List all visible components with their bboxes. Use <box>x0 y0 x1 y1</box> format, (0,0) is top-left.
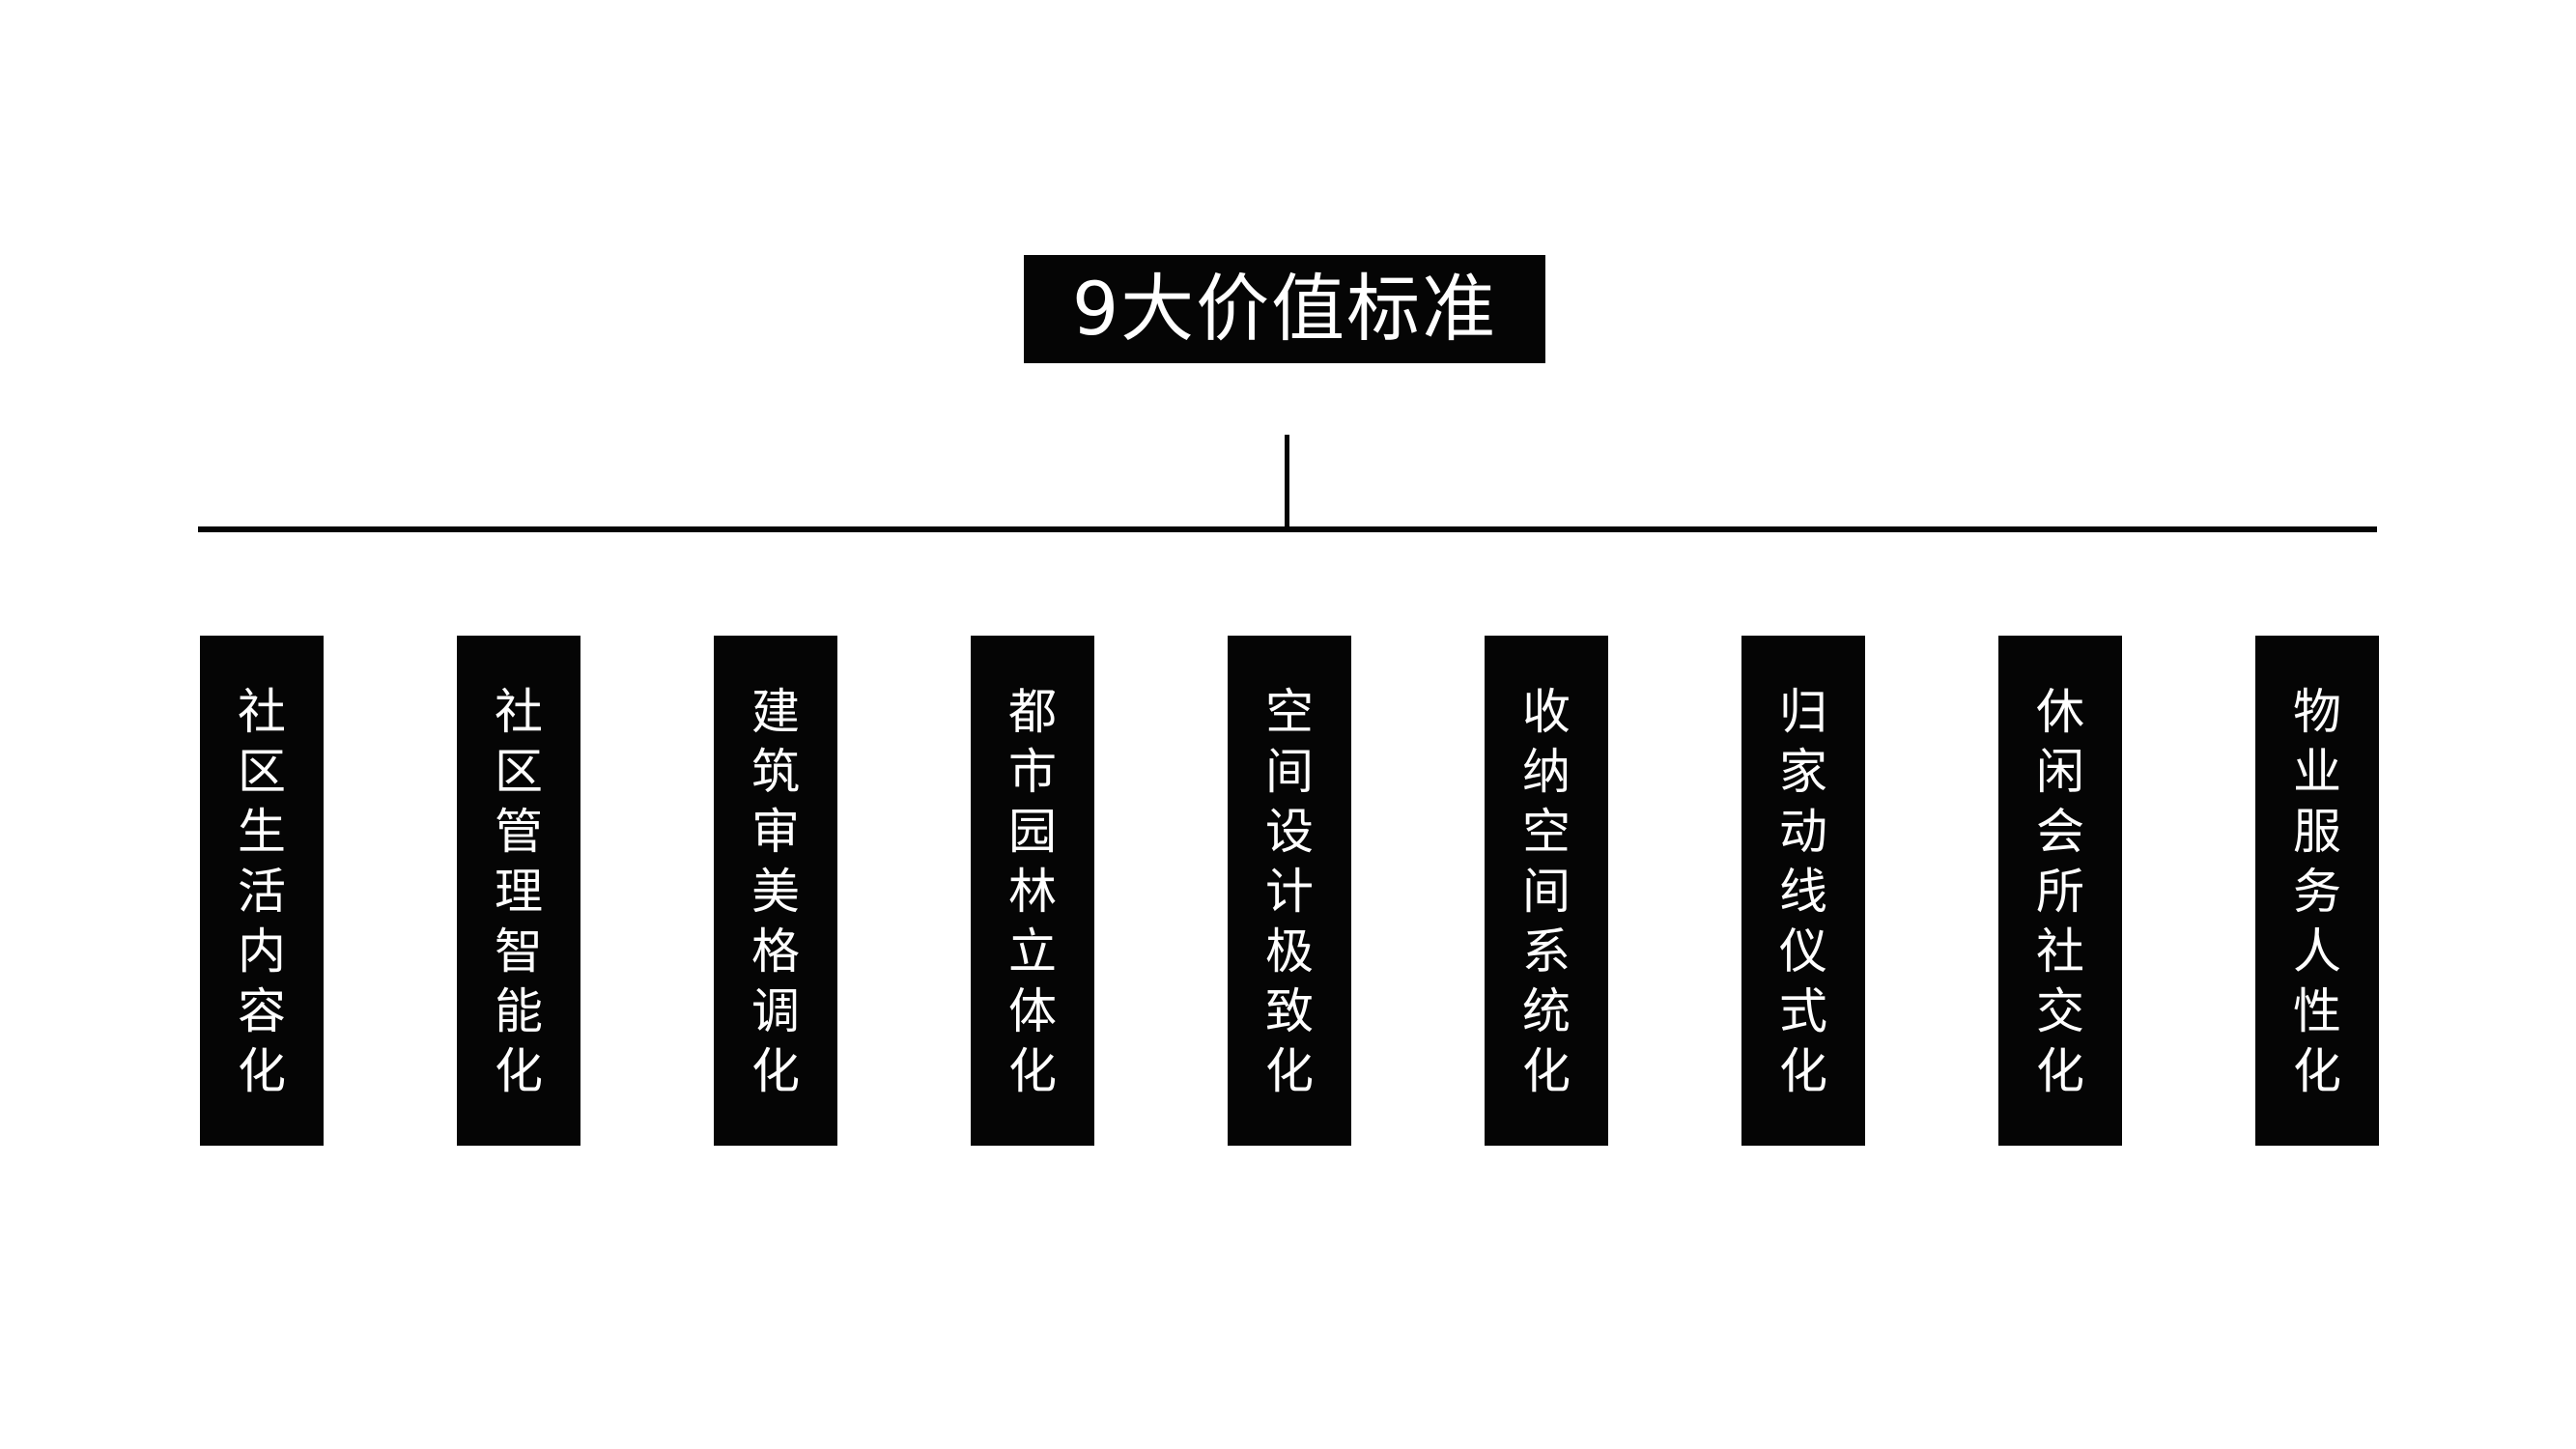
vertical-connector-line <box>1285 435 1289 532</box>
value-box-9[interactable]: 物业服务人性化 <box>2255 636 2379 1146</box>
value-box-7[interactable]: 归家动线仪式化 <box>1741 636 1865 1146</box>
value-box-label: 物业服务人性化 <box>2293 684 2341 1099</box>
value-box-label: 空间设计极致化 <box>1265 684 1314 1099</box>
value-box-5[interactable]: 空间设计极致化 <box>1228 636 1351 1146</box>
value-box-label: 归家动线仪式化 <box>1779 684 1827 1099</box>
value-box-label: 社区管理智能化 <box>495 684 543 1099</box>
value-box-3[interactable]: 建筑审美格调化 <box>714 636 837 1146</box>
page-title: 9大价值标准 <box>1071 266 1498 352</box>
title-box: 9大价值标准 <box>1024 255 1545 363</box>
value-box-8[interactable]: 休闲会所社交化 <box>1998 636 2122 1146</box>
value-box-6[interactable]: 收纳空间系统化 <box>1485 636 1608 1146</box>
value-box-2[interactable]: 社区管理智能化 <box>457 636 580 1146</box>
value-boxes-row: 社区生活内容化 社区管理智能化 建筑审美格调化 都市园林立体化 空间设计极致化 收纳空间系… <box>200 636 2379 1146</box>
value-box-label: 建筑审美格调化 <box>751 684 800 1099</box>
value-box-1[interactable]: 社区生活内容化 <box>200 636 324 1146</box>
horizontal-connector-line <box>198 526 2377 532</box>
value-box-label: 收纳空间系统化 <box>1522 684 1571 1099</box>
value-box-label: 休闲会所社交化 <box>2036 684 2084 1099</box>
value-box-label: 社区生活内容化 <box>238 684 286 1099</box>
value-box-label: 都市园林立体化 <box>1008 684 1057 1099</box>
value-box-4[interactable]: 都市园林立体化 <box>971 636 1094 1146</box>
